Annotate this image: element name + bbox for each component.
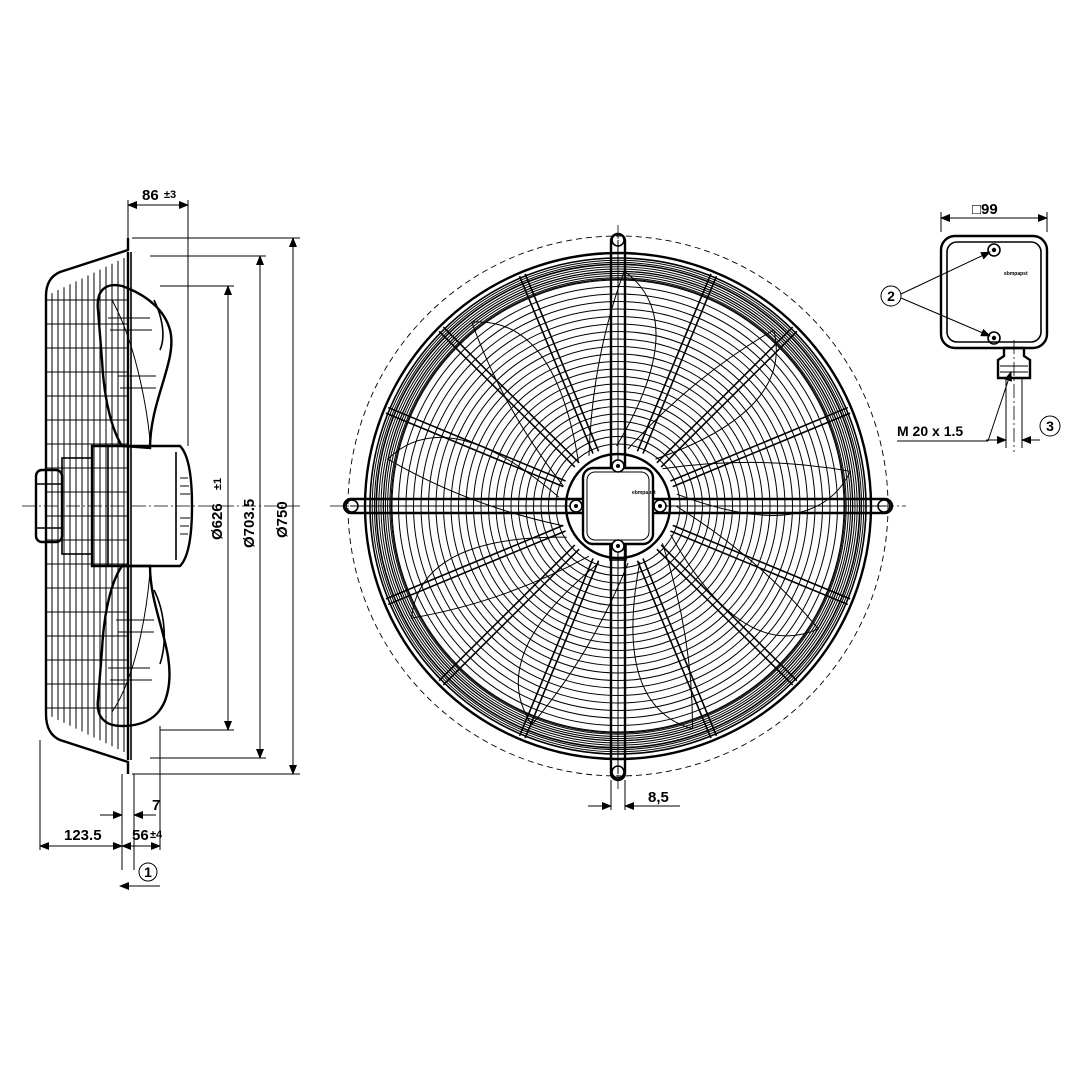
impeller-blade	[517, 562, 629, 726]
dim-slot-value: 8,5	[648, 789, 669, 806]
airflow-callout-circle	[138, 862, 158, 882]
terminal-box-detail: □99 ebmpapst 2 M 20 x 1.5 3	[880, 201, 1061, 452]
guard-spoke	[636, 558, 718, 739]
screws-callout-number: 2	[887, 288, 895, 304]
gland-callout-circle	[1039, 415, 1061, 437]
guard-spoke	[518, 558, 600, 739]
side-view: 86 ±3 Ø626 ±1 Ø703.5 Ø750 7 123.5 56 ±4 …	[22, 187, 300, 890]
upper-blade-curve	[111, 299, 151, 441]
dim-top-depth-value: 86	[142, 187, 159, 204]
lower-blade-ribs	[108, 619, 154, 681]
guard-grille-wires	[46, 257, 128, 753]
impeller-blade	[632, 543, 694, 730]
rotor-hub	[90, 444, 194, 568]
front-view: ebmpapst 8,5	[330, 225, 906, 810]
rotor-fins	[180, 477, 190, 535]
guard-spoke	[656, 544, 798, 686]
dim-inner-dia-tol: ±1	[212, 478, 224, 490]
motor-hub-circle	[564, 452, 672, 560]
terminal-box-body	[939, 234, 1049, 350]
lower-blade-curve	[111, 571, 151, 713]
impeller-blade	[471, 321, 579, 487]
lid-screw-bottom	[987, 331, 1001, 345]
impeller-blade	[627, 329, 777, 460]
mounting-hole-top	[611, 233, 625, 247]
dim-bottom-tol: ±4	[150, 829, 163, 841]
guard-spoke	[438, 544, 580, 686]
guard-spoke	[385, 406, 566, 488]
guard-spoke	[385, 524, 566, 606]
gland-leader	[987, 371, 1012, 442]
cable-gland	[996, 346, 1032, 380]
lower-blade	[96, 564, 171, 728]
gland-callout-number: 3	[1046, 418, 1054, 434]
guard-spoke	[518, 273, 600, 454]
dim-inner-dia-value: Ø626	[209, 503, 226, 540]
guard-spokes	[385, 273, 851, 739]
impeller-blades	[386, 270, 852, 730]
guard-grille-outline	[44, 238, 130, 774]
box-size-value: □99	[972, 201, 998, 218]
upper-blade	[96, 283, 173, 450]
dim-outer-dia-value: Ø750	[274, 501, 291, 538]
front-box-brand: ebmpapst	[632, 490, 656, 496]
mounting-hole-left	[345, 499, 359, 513]
screws-leader-top	[900, 251, 991, 295]
terminal-box-lid	[946, 241, 1042, 343]
guard-spoke	[670, 524, 851, 606]
screws-leader-bottom	[900, 297, 991, 337]
screws-callout-circle	[880, 285, 902, 307]
upper-blade-ribs	[108, 317, 156, 389]
impeller-blade	[386, 436, 564, 527]
guard-spoke	[438, 326, 580, 468]
airflow-callout-number: 1	[144, 864, 152, 880]
impeller-blade	[410, 536, 590, 619]
dim-bottom-value: 56	[132, 827, 149, 844]
guard-spoke	[656, 326, 798, 468]
gland-thread-label: M 20 x 1.5	[897, 423, 963, 439]
box-brand-logo: ebmpapst	[1004, 271, 1028, 277]
guard-spoke	[670, 406, 851, 488]
mounting-hole-bottom	[611, 765, 625, 779]
dim-top-depth-tol: ±3	[164, 189, 176, 201]
lid-screw-top	[987, 243, 1001, 257]
impeller-blade	[588, 270, 657, 456]
dim-flange-value: 7	[152, 797, 160, 814]
dim-left-value: 123.5	[64, 827, 102, 844]
guard-spoke	[636, 273, 718, 454]
terminal-box-front	[581, 466, 655, 546]
dim-mid-dia-value: Ø703.5	[241, 499, 258, 548]
mounting-hole-right	[877, 499, 891, 513]
upper-blade-tip	[153, 299, 164, 351]
lower-blade-tip	[153, 589, 166, 665]
